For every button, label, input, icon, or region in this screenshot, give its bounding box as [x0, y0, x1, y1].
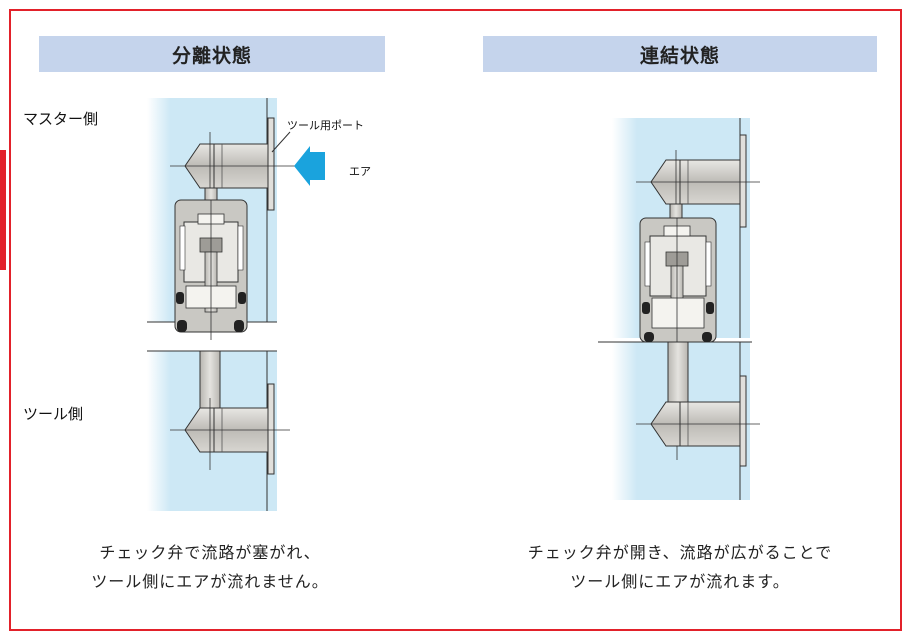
caption-connected: チェック弁が開き、流路が広がることで ツール側にエアが流れます。: [470, 538, 890, 596]
label-tool-port: ツール用ポート: [287, 119, 364, 132]
caption-separated: チェック弁で流路が塞がれ、 ツール側にエアが流れません。: [30, 538, 390, 596]
outer-frame: [9, 9, 902, 631]
air-arrow-icon: [294, 146, 325, 186]
caption-separated-line2: ツール側にエアが流れません。: [91, 572, 329, 591]
header-connected: 連結状態: [483, 36, 877, 72]
check-valve-left: [174, 199, 248, 340]
side-tab-marker: [0, 150, 6, 270]
port-leader-line: [271, 131, 291, 153]
port-flange: [267, 117, 275, 211]
header-separated: 分離状態: [39, 36, 385, 72]
master-fitting-left: [170, 132, 295, 198]
master-fitting-right: [636, 150, 760, 214]
check-valve-right: [639, 217, 717, 460]
label-master-side: マスター側: [23, 110, 99, 128]
tool-fitting-right: [636, 401, 760, 447]
caption-connected-line2: ツール側にエアが流れます。: [570, 572, 790, 591]
label-tool-side: ツール側: [23, 405, 84, 423]
caption-connected-line1: チェック弁が開き、流路が広がることで: [527, 543, 833, 562]
caption-separated-line1: チェック弁で流路が塞がれ、: [99, 543, 321, 562]
label-air: エア: [349, 165, 371, 178]
tool-fitting-left: [170, 398, 290, 470]
